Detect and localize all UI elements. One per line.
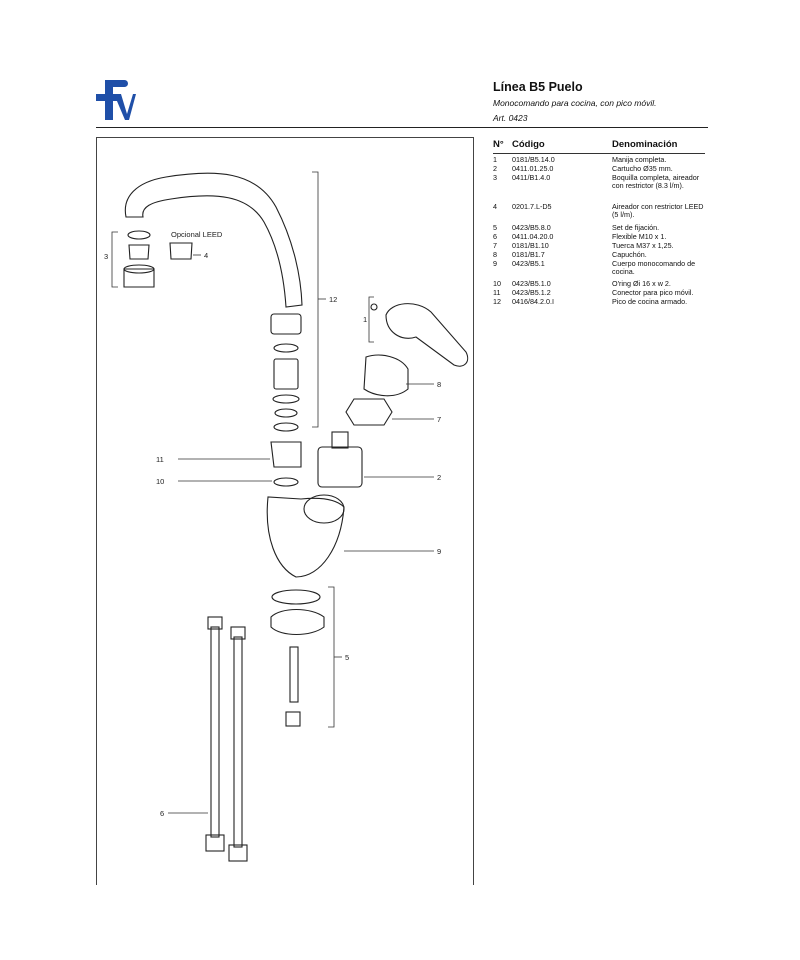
row-5-code: 0423/B5.8.0 xyxy=(512,223,551,232)
callout-1: 1 xyxy=(363,315,367,324)
body-9 xyxy=(266,496,345,578)
row-8-name: Capuchón. xyxy=(612,250,647,259)
article-number: Art. 0423 xyxy=(493,113,528,123)
diagram-frame xyxy=(96,137,474,885)
row-5-name: Set de fijación. xyxy=(612,223,660,232)
callout-2: 2 xyxy=(437,473,441,482)
row-5-num: 5 xyxy=(493,223,497,232)
document-title: Línea B5 Puelo xyxy=(493,80,583,94)
row-8-num: 8 xyxy=(493,250,497,259)
callout-9: 9 xyxy=(437,547,441,556)
document-subtitle: Monocomando para cocina, con pico móvil. xyxy=(493,98,657,108)
nut-7 xyxy=(345,398,393,426)
row-12-num: 12 xyxy=(493,297,501,306)
row-4-name: Aireador con restrictor LEED (5 l/m). xyxy=(612,202,704,220)
spout xyxy=(124,172,303,308)
row-1-num: 1 xyxy=(493,155,497,164)
callout-11: 11 xyxy=(156,455,164,464)
row-12-name: Pico de cocina armado. xyxy=(612,297,688,306)
row-1-code: 0181/B5.14.0 xyxy=(512,155,555,164)
spout-connector xyxy=(270,313,302,335)
row-2-name: Cartucho Ø35 mm. xyxy=(612,164,673,173)
callout-8: 8 xyxy=(437,380,441,389)
row-7-code: 0181/B1.10 xyxy=(512,241,549,250)
row-7-num: 7 xyxy=(493,241,497,250)
row-4-code: 0201.7.L-D5 xyxy=(512,202,552,211)
optional-leed-label: Opcional LEED xyxy=(171,230,223,239)
row-12-code: 0416/84.2.0.I xyxy=(512,297,554,306)
fixing-rod xyxy=(289,646,299,703)
fixing-nut xyxy=(285,711,301,727)
callout-10: 10 xyxy=(156,477,164,486)
callout-7: 7 xyxy=(437,415,441,424)
row-11-num: 11 xyxy=(493,288,501,297)
hose-right xyxy=(233,636,243,848)
row-6-name: Flexible M10 x 1. xyxy=(612,232,667,241)
row-11-name: Conector para pico móvil. xyxy=(612,288,694,297)
callout-12: 12 xyxy=(329,295,337,304)
row-2-code: 0411.01.25.0 xyxy=(512,164,554,173)
aerator-body xyxy=(123,268,155,288)
callout-6: 6 xyxy=(160,809,164,818)
table-header-code: Código xyxy=(512,139,545,150)
cartridge-2 xyxy=(317,446,363,488)
row-10-code: 0423/B5.1.0 xyxy=(512,279,551,288)
hose-left xyxy=(210,626,220,838)
row-3-code: 0411/B1.4.0 xyxy=(512,173,551,182)
brand-logo xyxy=(96,80,136,120)
leed-aerator xyxy=(169,242,193,260)
row-3-name: Boquilla completa, aireador con restrict… xyxy=(612,173,700,191)
row-10-name: O'ring Øi 16 x w 2. xyxy=(612,279,671,288)
row-10-num: 10 xyxy=(493,279,501,288)
aerator-ring xyxy=(127,230,151,240)
row-9-name: Cuerpo monocomando de cocina. xyxy=(612,259,696,277)
callout-3: 3 xyxy=(104,252,108,261)
handle-1 xyxy=(385,303,469,367)
row-1-name: Manija completa. xyxy=(612,155,667,164)
cap-8 xyxy=(363,354,409,397)
row-8-code: 0181/B1.7 xyxy=(512,250,545,259)
table-header-num: N° xyxy=(493,139,504,150)
table-header-rule xyxy=(493,153,705,154)
row-2-num: 2 xyxy=(493,164,497,173)
callout-5: 5 xyxy=(345,653,349,662)
exploded-view-diagram: Opcional LEED 12 3 4 1 8 7 2 9 11 10 5 6 xyxy=(104,171,469,862)
header-divider xyxy=(96,127,708,128)
row-9-code: 0423/B5.1 xyxy=(512,259,545,268)
aerator-insert xyxy=(128,244,150,260)
connector-11 xyxy=(270,441,302,468)
table-header-name: Denominación xyxy=(612,139,678,150)
callout-4: 4 xyxy=(204,251,208,260)
row-6-code: 0411.04.20.0 xyxy=(512,232,554,241)
row-6-num: 6 xyxy=(493,232,497,241)
row-11-code: 0423/B5.1.2 xyxy=(512,288,551,297)
fixing-ring xyxy=(271,589,321,605)
row-7-name: Tuerca M37 x 1,25. xyxy=(612,241,674,250)
fixing-plate xyxy=(270,608,325,636)
row-3-num: 3 xyxy=(493,173,497,182)
oring-10 xyxy=(273,477,299,487)
row-4-num: 4 xyxy=(493,202,497,211)
row-9-num: 9 xyxy=(493,259,497,268)
